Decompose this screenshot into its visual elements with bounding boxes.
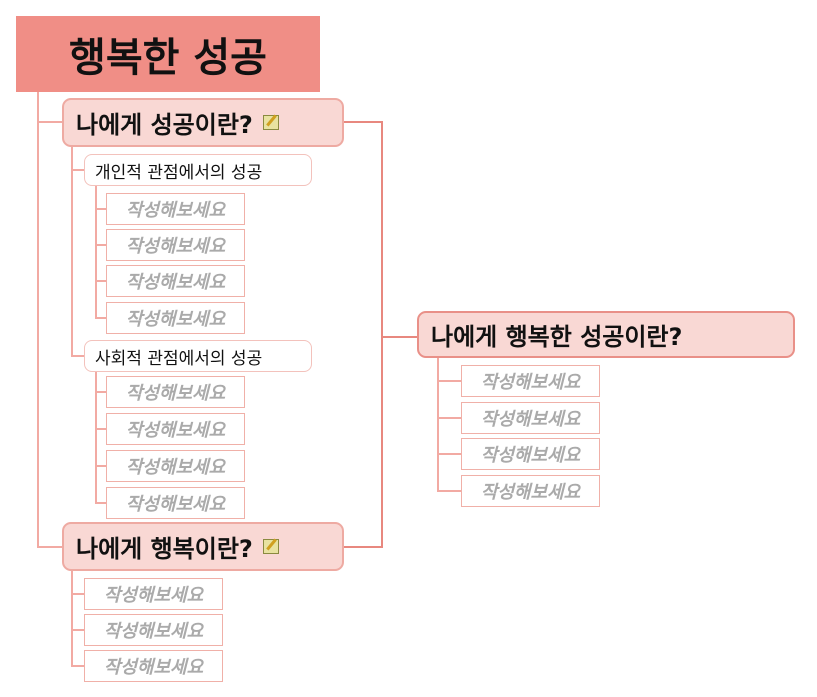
leaf-placeholder[interactable]: 작성해보세요	[84, 650, 223, 682]
note-icon[interactable]	[262, 115, 279, 130]
leaf-placeholder[interactable]: 작성해보세요	[106, 265, 245, 297]
leaf-placeholder[interactable]: 작성해보세요	[461, 365, 600, 397]
leaf-placeholder[interactable]: 작성해보세요	[461, 438, 600, 470]
leaf-placeholder[interactable]: 작성해보세요	[106, 193, 245, 225]
leaf-placeholder[interactable]: 작성해보세요	[106, 376, 245, 408]
leaf-placeholder[interactable]: 작성해보세요	[461, 475, 600, 507]
leaf-placeholder[interactable]: 작성해보세요	[461, 402, 600, 434]
subtopic-social[interactable]: 사회적 관점에서의 성공	[84, 340, 312, 372]
subtopic-personal[interactable]: 개인적 관점에서의 성공	[84, 154, 312, 186]
leaf-placeholder[interactable]: 작성해보세요	[106, 229, 245, 261]
leaf-placeholder[interactable]: 작성해보세요	[106, 450, 245, 482]
root-title: 행복한 성공	[69, 35, 267, 81]
leaf-placeholder[interactable]: 작성해보세요	[106, 487, 245, 519]
topic-label: 나에게 성공이란?	[76, 111, 253, 139]
topic-success[interactable]: 나에게 성공이란?	[62, 98, 344, 147]
topic-happy-success[interactable]: 나에게 행복한 성공이란?	[417, 311, 795, 358]
root-topic[interactable]: 행복한 성공	[16, 16, 320, 92]
topic-label: 나에게 행복이란?	[76, 535, 253, 563]
topic-happiness[interactable]: 나에게 행복이란?	[62, 522, 344, 571]
leaf-placeholder[interactable]: 작성해보세요	[106, 413, 245, 445]
leaf-placeholder[interactable]: 작성해보세요	[84, 614, 223, 646]
leaf-placeholder[interactable]: 작성해보세요	[106, 302, 245, 334]
subtopic-label: 개인적 관점에서의 성공	[95, 162, 263, 183]
subtopic-label: 사회적 관점에서의 성공	[95, 348, 263, 369]
leaf-placeholder[interactable]: 작성해보세요	[84, 578, 223, 610]
note-icon[interactable]	[262, 539, 279, 554]
topic-label: 나에게 행복한 성공이란?	[431, 323, 683, 351]
